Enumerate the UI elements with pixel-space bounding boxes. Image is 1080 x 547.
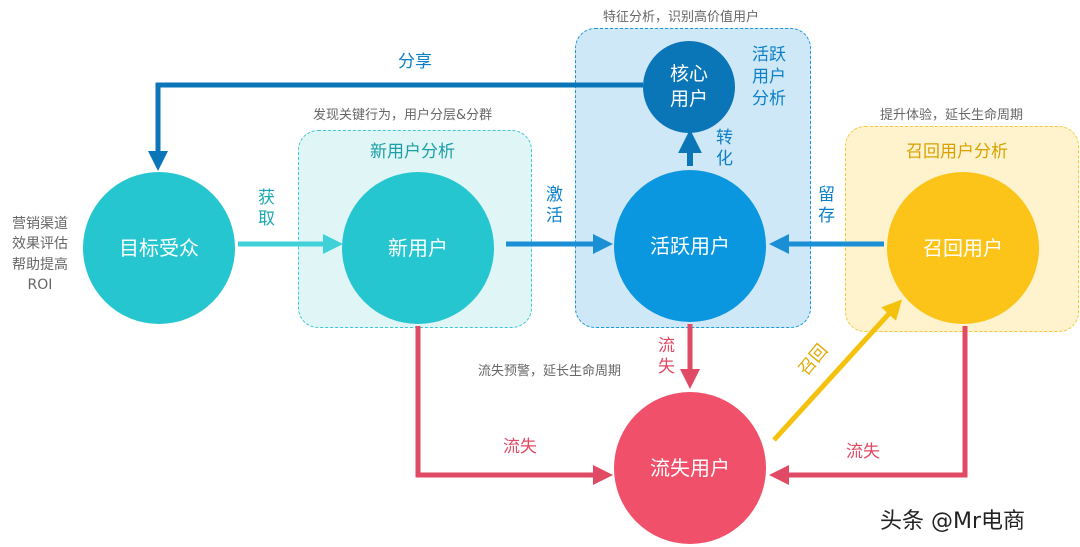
recall-zone-title: 召回用户分析 [906, 142, 1008, 162]
core-user-node: 核心 用户 [643, 41, 735, 133]
active-zone-title-line: 用户 [752, 67, 786, 88]
new-user-node: 新用户 [342, 172, 494, 324]
lost-note: 流失预警，延长生命周期 [478, 364, 622, 379]
left-note-line: 营销渠道 [12, 216, 68, 232]
churn-new-arrow [415, 326, 613, 485]
new-zone-note: 发现关键行为，用户分层&分群 [313, 108, 493, 123]
convert-label-line: 转 [716, 128, 733, 148]
active-zone-note: 特征分析，识别高价值用户 [603, 10, 760, 25]
left-note-line: 效果评估 [12, 236, 68, 253]
core-user-line: 核心 [669, 63, 708, 86]
recall-user-node: 召回用户 [887, 172, 1039, 324]
active-zone-title-line: 活跃 [752, 45, 786, 65]
churn-active-label-line: 失 [658, 357, 675, 378]
acquire-label-line: 取 [258, 209, 275, 230]
active-zone-title: 活跃 用户 分析 [752, 44, 786, 110]
active-user-node: 活跃用户 [614, 170, 766, 322]
retain-label-line: 存 [818, 206, 835, 227]
target-audience-node: 目标受众 [83, 172, 235, 324]
new-zone-title: 新用户分析 [370, 142, 455, 162]
core-user-line: 用户 [669, 88, 708, 110]
churn-recall-label: 流失 [846, 442, 880, 462]
churn-recall-arrow [769, 326, 968, 485]
share-label: 分享 [398, 52, 432, 72]
churn-new-label: 流失 [503, 437, 537, 457]
retain-label: 留 存 [818, 185, 835, 228]
activate-label-line: 激 [546, 185, 563, 205]
activate-label: 激 活 [546, 185, 563, 228]
convert-label-line: 化 [716, 149, 733, 170]
churn-active-label: 流 失 [658, 336, 675, 379]
acquire-label-line: 获 [258, 188, 275, 208]
active-zone-title-line: 分析 [752, 89, 786, 110]
share-arrow [148, 82, 643, 171]
left-note-line: 帮助提高 [12, 256, 68, 273]
acquire-label: 获 取 [258, 188, 275, 231]
recall-zone-note: 提升体验，延长生命周期 [880, 108, 1024, 123]
recall-arrow [772, 299, 903, 442]
watermark: 头条 @Mr电商 [880, 509, 1026, 534]
churn-active-label-line: 流 [658, 336, 675, 356]
convert-label: 转 化 [716, 128, 733, 171]
retain-label-line: 留 [818, 185, 835, 205]
left-note: 营销渠道 效果评估 帮助提高 ROI [8, 214, 72, 295]
left-note-line: ROI [27, 276, 53, 293]
activate-label-line: 活 [546, 206, 563, 227]
lost-user-node: 流失用户 [614, 392, 766, 544]
